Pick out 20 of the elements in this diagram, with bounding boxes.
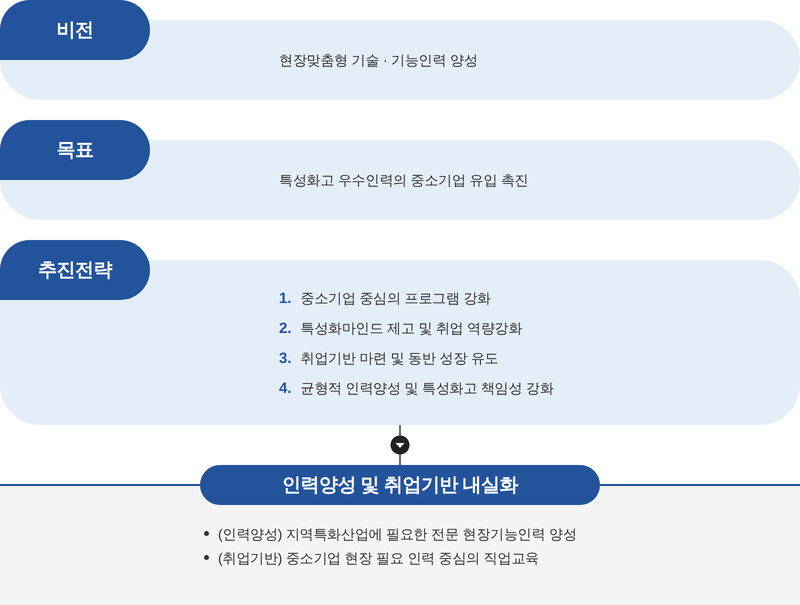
result-banner: 인력양성 및 취업기반 내실화 bbox=[200, 465, 600, 505]
heading-tab: 추진전략 bbox=[0, 240, 150, 300]
heading-tab: 목표 bbox=[0, 120, 150, 180]
content-band bbox=[0, 20, 800, 100]
list-number: 1. bbox=[279, 289, 292, 309]
content-band bbox=[0, 140, 800, 220]
list-number: 3. bbox=[279, 349, 292, 369]
list-number: 2. bbox=[279, 319, 292, 339]
list-item: 균형적 인력양성 및 특성화고 책임성 강화 bbox=[300, 379, 554, 398]
list-item: 취업기반 마련 및 동반 성장 유도 bbox=[300, 349, 498, 368]
content-band bbox=[0, 260, 800, 425]
arrow bbox=[390, 425, 410, 465]
bullet-text: (취업기반) 중소기업 현장 필요 인력 중심의 직업교육 bbox=[218, 549, 539, 568]
list-item: 특성화마인드 제고 및 취업 역량강화 bbox=[300, 319, 522, 338]
bullet-text: (인력양성) 지역특화산업에 필요한 전문 현장기능인력 양성 bbox=[218, 525, 577, 544]
heading-tab: 비전 bbox=[0, 0, 150, 60]
list-item: 중소기업 중심의 프로그램 강화 bbox=[300, 289, 491, 308]
band-text: 현장맞춤형 기술 · 기능인력 양성 bbox=[279, 51, 478, 70]
list-number: 4. bbox=[279, 379, 292, 399]
band-text: 특성화고 우수인력의 중소기업 유입 촉진 bbox=[279, 171, 528, 190]
